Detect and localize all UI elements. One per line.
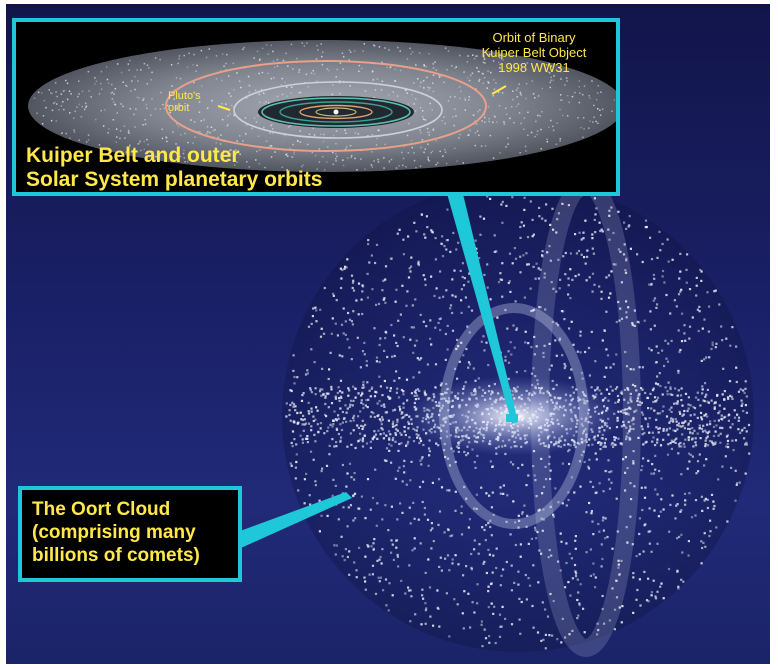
center-marker [506,414,518,422]
oort-cloud-callout: The Oort Cloud (comprising many billions… [18,486,242,582]
oort-pointer [232,492,352,552]
pluto-label-line1: Pluto's [168,90,201,102]
inset-title-line2: Solar System planetary orbits [26,168,323,191]
orbit-label-line2: Kuiper Belt Object [481,45,587,60]
orbit-label-line3: 1998 WW31 [498,60,570,75]
binary-orbit-label: Orbit of Binary Kuiper Belt Object 1998 … [454,30,614,75]
oort-callout-line2: (comprising many [32,522,196,543]
orbit-label-leader [491,85,507,95]
oort-cloud-illustration: Orbit of Binary Kuiper Belt Object 1998 … [6,4,770,664]
comet-dots [285,182,751,650]
binary-object-orbit [165,60,487,152]
oort-cloud-sphere [232,175,754,657]
sun-marker [333,109,339,115]
planet-orbit-3 [299,104,373,120]
inset-pointer [446,190,518,424]
pluto-label-line2: orbit [168,102,190,114]
pluto-label-leader [217,105,231,111]
kuiper-belt-diagram [28,40,616,172]
planet-orbit-1 [261,97,411,127]
belt-dots [33,42,616,171]
orbit-label-line1: Orbit of Binary [492,30,576,45]
plutos-orbit [233,81,443,139]
oort-callout-line3: billions of comets) [32,545,200,566]
inset-title: Kuiper Belt and outer Solar System plane… [26,144,446,192]
inset-title-line1: Kuiper Belt and outer [26,144,240,167]
oort-callout-line1: The Oort Cloud [32,499,171,520]
planet-orbit-4 [315,107,357,117]
pluto-orbit-label: Pluto's orbit [168,90,238,114]
planet-orbit-2 [279,101,393,123]
kuiper-belt-inset: Orbit of Binary Kuiper Belt Object 1998 … [12,18,620,196]
